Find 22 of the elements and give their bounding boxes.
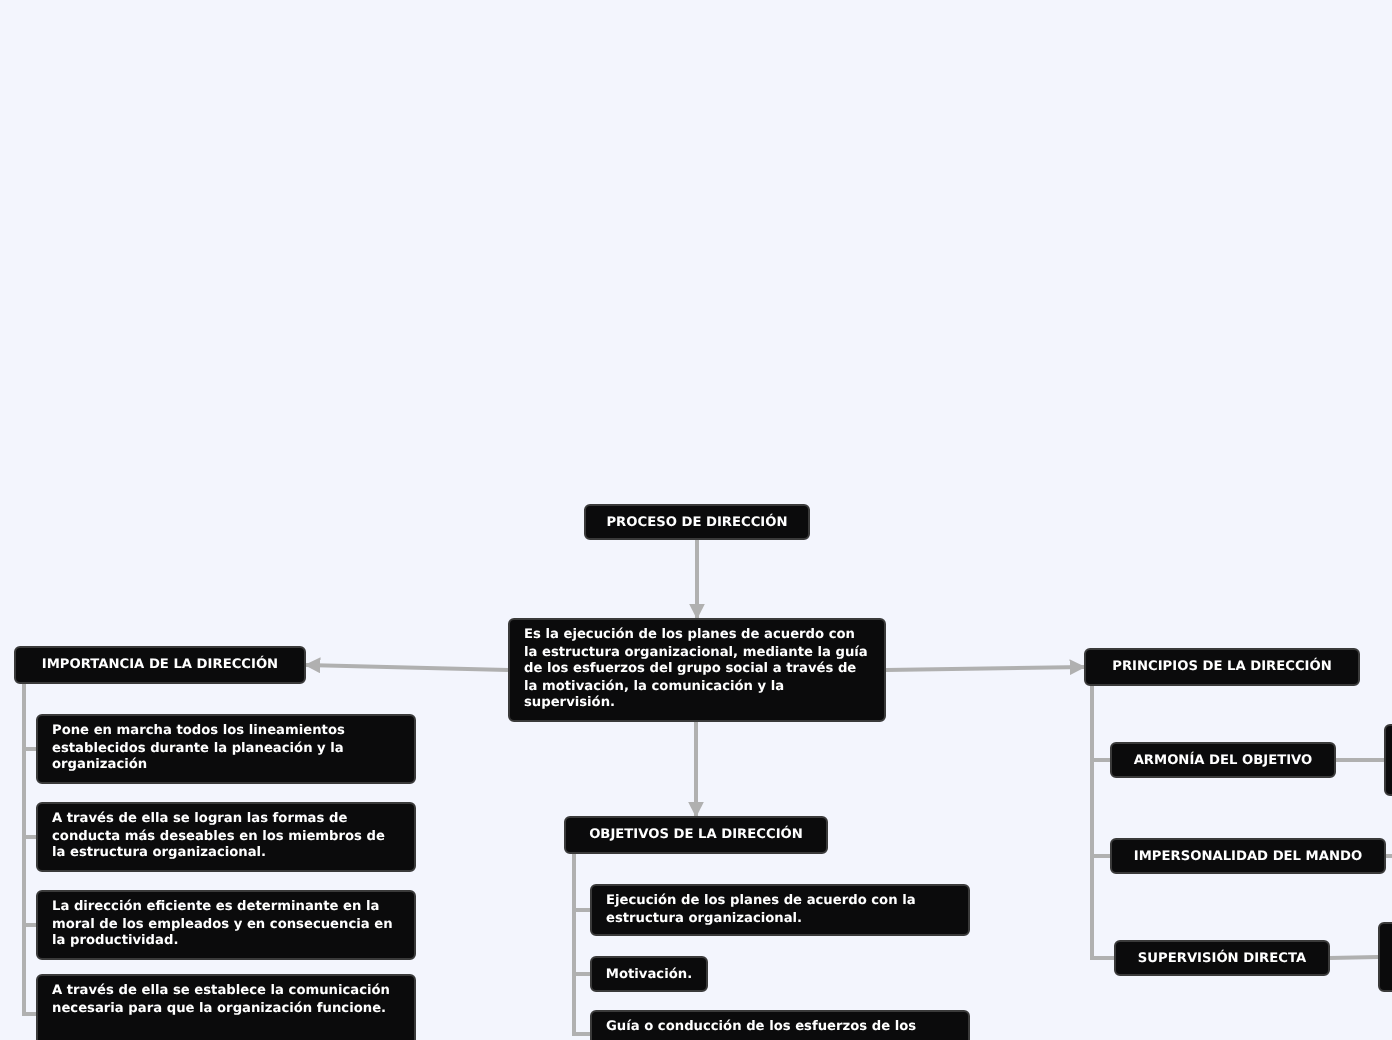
note-box — [36, 802, 416, 872]
topic-box — [1084, 648, 1360, 686]
note-box — [36, 890, 416, 960]
topic-box — [590, 956, 708, 992]
note-box — [508, 618, 886, 722]
note-box — [36, 974, 416, 1040]
arrow — [688, 722, 704, 818]
arrow — [885, 659, 1086, 676]
topic-box — [1110, 838, 1386, 874]
topic-box — [1110, 742, 1336, 778]
arrow — [689, 540, 705, 620]
connector-line — [1386, 854, 1392, 858]
topic-box — [1114, 940, 1330, 976]
connector-line — [1336, 758, 1384, 762]
note-box — [590, 884, 970, 936]
note-box — [36, 714, 416, 784]
connector-line — [1329, 955, 1379, 960]
arrow — [304, 657, 509, 674]
topic-box — [564, 816, 828, 854]
connector-line — [1090, 686, 1114, 960]
topic-box — [14, 646, 306, 684]
topic-box — [584, 504, 810, 540]
